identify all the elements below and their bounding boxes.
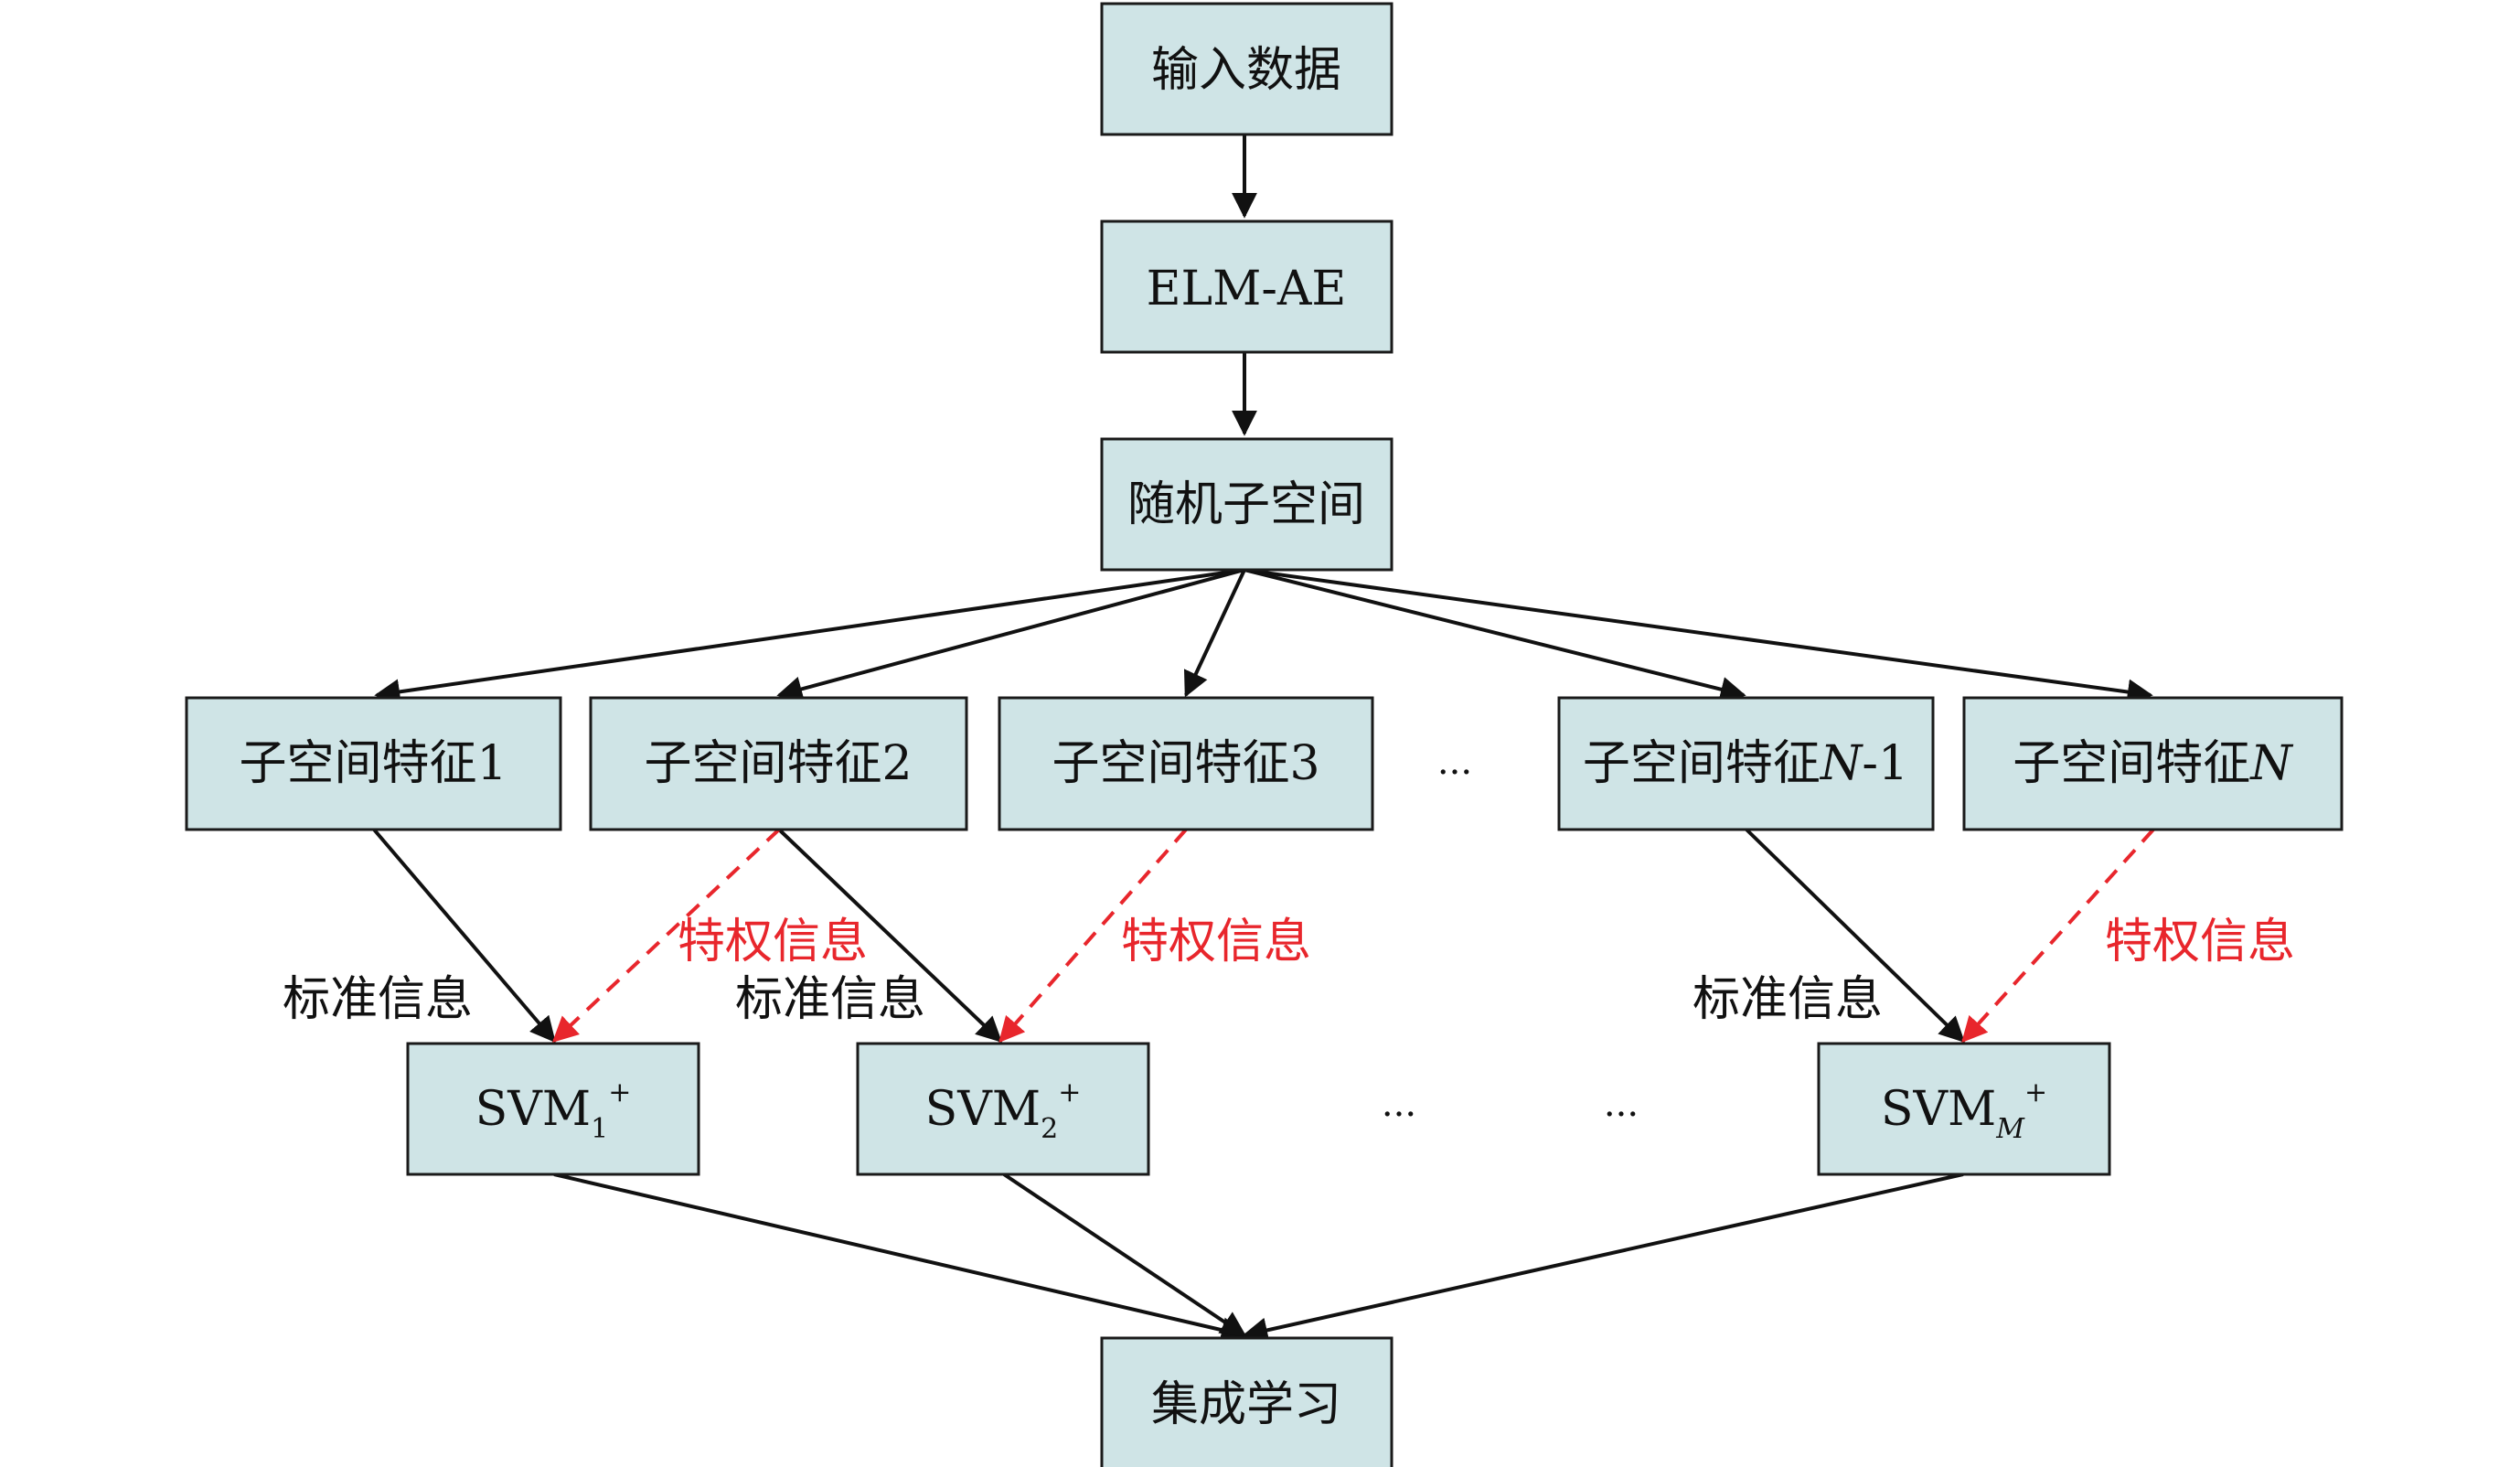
label-standard-info-3: 标准信息 (1692, 972, 1883, 1027)
svm-2-base: SVM (925, 1082, 1041, 1137)
node-input-data: 输入数据 (1100, 2, 1393, 136)
node-subspace-feature-n-minus-1-label: 子空间特征N-1 (1583, 736, 1908, 791)
label-standard-info-2: 标准信息 (735, 972, 925, 1027)
ellipsis-svm-left: ... (1382, 1083, 1416, 1125)
edge-feat-3-to-svm-2-privileged (998, 828, 1188, 1044)
edge-svm-m-to-ensemble (1242, 1173, 1964, 1344)
svm-m-base: SVM (1881, 1082, 1996, 1137)
feat-n-variable: N (2248, 736, 2293, 791)
edge-subspace-to-feat-2 (776, 568, 1245, 701)
edge-subspace-to-feat-n1 (1244, 568, 1746, 702)
label-privileged-info-3: 特权信息 (2105, 915, 2295, 969)
node-svm-1: SVM1+ (406, 1042, 700, 1176)
feat-n-prefix: 子空间特征 (2013, 736, 2250, 791)
svm-2-subscript: 2 (1041, 1113, 1058, 1145)
edge-feat-2-to-svm-2 (777, 828, 1003, 1043)
svm-1-base: SVM (475, 1082, 591, 1137)
node-subspace-feature-1-label: 子空间特征1 (239, 736, 507, 791)
node-subspace-feature-3: 子空间特征3 (998, 696, 1374, 831)
node-subspace-feature-n: 子空间特征N (1962, 696, 2344, 831)
label-privileged-info-1: 特权信息 (678, 915, 868, 969)
node-ensemble-learning-label: 集成学习 (1151, 1377, 1341, 1432)
svm-1-subscript: 1 (591, 1113, 608, 1145)
node-ensemble-learning: 集成学习 (1100, 1336, 1393, 1467)
node-subspace-feature-3-label: 子空间特征3 (1052, 736, 1319, 791)
feat-n1-prefix: 子空间特征 (1583, 736, 1821, 791)
node-svm-1-label: SVM1+ (475, 1076, 632, 1145)
svm-2-superscript: + (1058, 1076, 1081, 1108)
node-svm-m: SVMM + (1817, 1042, 2111, 1176)
node-svm-2-label: SVM2+ (925, 1076, 1082, 1145)
edge-feat-2-to-svm-1-privileged (551, 828, 781, 1043)
svm-m-superscript: + (2024, 1076, 2047, 1108)
ellipsis-features: ... (1437, 741, 1472, 783)
node-subspace-feature-n-minus-1: 子空间特征N-1 (1557, 696, 1935, 831)
feat-n1-suffix: -1 (1862, 736, 1908, 791)
node-random-subspace: 随机子空间 (1100, 437, 1393, 572)
node-subspace-feature-n-label: 子空间特征N (2013, 736, 2293, 791)
edge-subspace-to-feat-3 (1183, 569, 1246, 698)
ellipsis-svm-right: ... (1604, 1083, 1639, 1125)
label-privileged-info-2: 特权信息 (1121, 915, 1311, 969)
svm-m-subscript: M (1995, 1113, 2025, 1145)
label-standard-info-1: 标准信息 (283, 972, 473, 1027)
node-elm-ae-label: ELM-AE (1147, 262, 1347, 316)
edge-svm-2-to-ensemble (1002, 1173, 1247, 1337)
node-svm-2: SVM2+ (856, 1042, 1150, 1176)
node-random-subspace-label: 随机子空间 (1127, 477, 1365, 532)
node-subspace-feature-1: 子空间特征1 (185, 696, 562, 831)
node-subspace-feature-2-label: 子空间特征2 (644, 736, 912, 791)
feat-n1-variable: N (1819, 736, 1863, 791)
edge-feat-n1-to-svm-m (1745, 828, 1966, 1043)
node-svm-m-label: SVMM + (1881, 1076, 2047, 1145)
node-elm-ae: ELM-AE (1100, 220, 1393, 354)
edge-subspace-to-feat-1 (374, 568, 1245, 705)
edge-subspace-to-feat-n (1244, 568, 2153, 705)
node-input-data-label: 输入数据 (1151, 43, 1341, 98)
svm-1-superscript: + (608, 1076, 631, 1108)
edge-svm-1-to-ensemble (553, 1173, 1247, 1343)
edge-feat-n-to-svm-m-privileged (1961, 828, 2155, 1044)
node-subspace-feature-2: 子空间特征2 (589, 696, 968, 831)
edge-feat-1-to-svm-1 (372, 828, 556, 1044)
